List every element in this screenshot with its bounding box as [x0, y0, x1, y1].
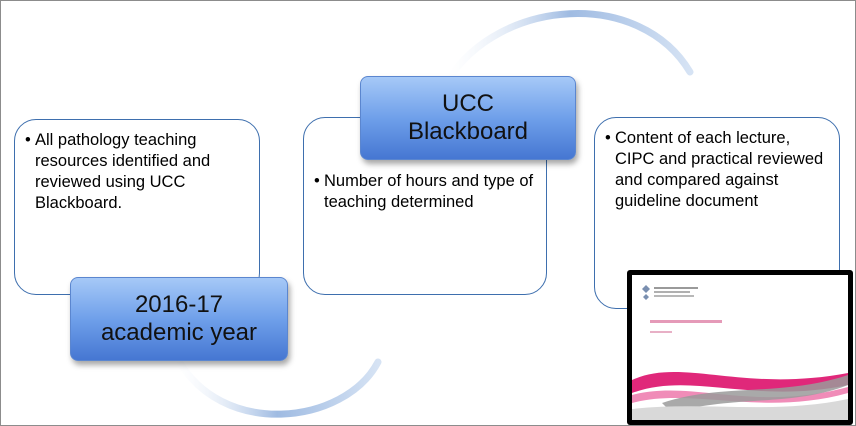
bottom-cycle-arrow — [172, 352, 382, 418]
year-label: 2016-17 academic year — [70, 277, 288, 361]
card-hours-bullet: Number of hours and type of teaching det… — [314, 171, 536, 213]
card-resources-bullet: All pathology teaching resources identif… — [25, 130, 249, 214]
year-label-line2: academic year — [100, 319, 258, 346]
blackboard-label: UCC Blackboard — [360, 76, 576, 160]
logo-icon — [642, 285, 650, 300]
top-cycle-arrow — [444, 10, 694, 84]
year-label-line1: 2016-17 — [134, 291, 224, 318]
thumbnail-swoosh-pink-light — [632, 387, 848, 403]
thumbnail-graphic — [632, 285, 848, 420]
thumbnail-swoosh-gray-light — [632, 399, 848, 420]
blackboard-label-line2: Blackboard — [407, 118, 529, 145]
guideline-document-thumbnail — [627, 270, 853, 425]
card-resources: All pathology teaching resources identif… — [14, 119, 260, 295]
card-content-bullet: Content of each lecture, CIPC and practi… — [605, 128, 829, 212]
blackboard-label-line1: UCC — [441, 90, 494, 117]
thumbnail-swoosh-gray — [662, 375, 848, 413]
